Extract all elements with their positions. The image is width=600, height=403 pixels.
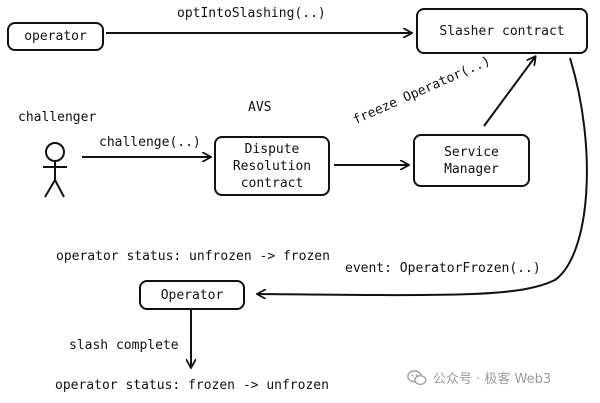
- operator-box: operator: [7, 22, 104, 51]
- service-manager-box: Service Manager: [413, 134, 530, 187]
- wechat-icon: [407, 369, 427, 385]
- slasher-contract-label: Slasher contract: [439, 23, 565, 39]
- arrow-event-operator-frozen: [258, 57, 588, 295]
- status-unfrozen-to-frozen-label: operator status: unfrozen -> frozen: [56, 249, 330, 264]
- challenge-label: challenge(..): [99, 135, 201, 150]
- event-operator-frozen-label: event: OperatorFrozen(..): [345, 261, 541, 276]
- challenger-label: challenger: [18, 110, 97, 125]
- service-manager-label-line-1: Service: [444, 144, 499, 160]
- operator-bottom-box: Operator: [139, 280, 245, 310]
- slasher-contract-box: Slasher contract: [416, 8, 588, 54]
- operator-bottom-label: Operator: [160, 287, 224, 303]
- opt-into-slashing-label: optIntoSlashing(..): [177, 6, 326, 21]
- service-manager-label-line-2: Manager: [444, 161, 499, 177]
- watermark-text: 公众号 · 极客 Web3: [433, 372, 552, 387]
- dispute-label-line-2: Resolution: [232, 158, 312, 174]
- challenger-figure-icon: [43, 142, 67, 198]
- slash-complete-label: slash complete: [69, 338, 179, 353]
- dispute-resolution-contract-box: Dispute Resolution contract: [214, 136, 330, 196]
- dispute-label-line-3: contract: [240, 175, 304, 191]
- arrow-freeze-operator: [483, 57, 535, 127]
- watermark: 公众号 · 极客 Web3: [407, 368, 551, 387]
- operator-box-label: operator: [24, 29, 87, 44]
- status-frozen-to-unfrozen-label: operator status: frozen -> unfrozen: [55, 378, 329, 393]
- avs-label: AVS: [248, 100, 272, 115]
- dispute-label-line-1: Dispute: [244, 141, 300, 157]
